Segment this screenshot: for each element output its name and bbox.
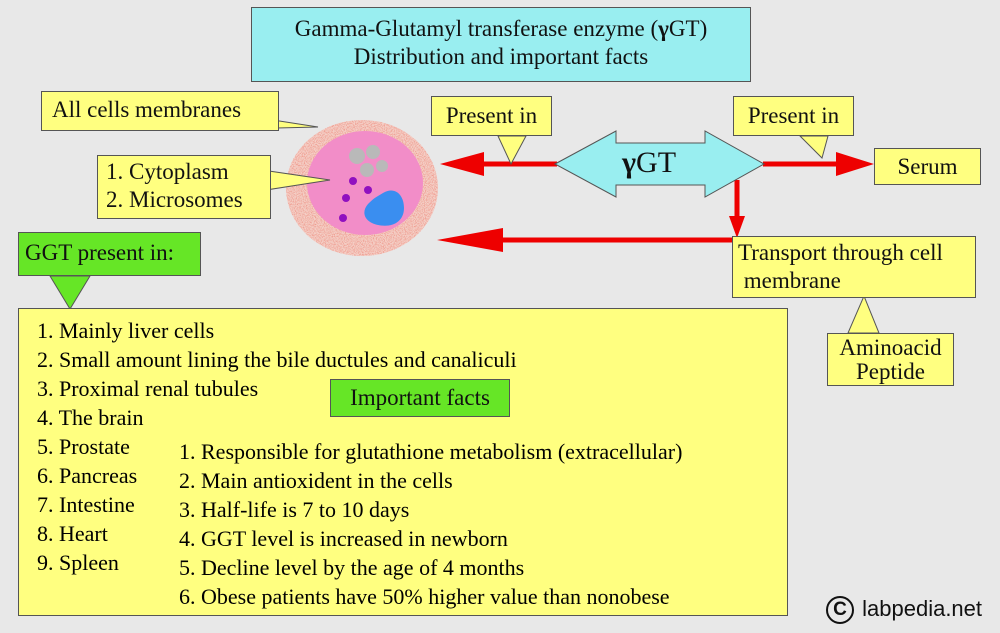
- granule: [366, 145, 380, 159]
- granule-purple: [342, 194, 350, 202]
- callout-cytoplasm-line-2: 2. Microsomes: [106, 186, 243, 212]
- callout-amino-line-1: Aminoacid: [839, 335, 942, 360]
- important-facts-list: 1. Responsible for glutathione metabolis…: [179, 437, 682, 611]
- title-line-2: Distribution and important facts: [353, 43, 649, 69]
- callout-cytoplasm-line-1: 1. Cytoplasm: [106, 159, 229, 184]
- callout-aminoacid-peptide: Aminoacid Peptide: [827, 333, 954, 386]
- granule: [360, 163, 374, 177]
- list-item: 3. Half-life is 7 to 10 days: [179, 497, 410, 522]
- list-item: 9. Spleen: [37, 550, 119, 575]
- arrow-to-serum-head: [836, 152, 874, 176]
- callout-present-in-left-text: Present in: [445, 103, 538, 128]
- callout-important-facts: Important facts: [330, 379, 510, 417]
- callout-ggt-present-in-text: GGT present in:: [25, 240, 175, 265]
- callout-transport: Transport through cell membrane: [732, 236, 976, 298]
- list-item: 8. Heart: [37, 521, 108, 546]
- list-item: 5. Decline level by the age of 4 months: [179, 555, 525, 580]
- callout-present-in-right: Present in: [733, 96, 854, 136]
- callout-ggt-present-in: GGT present in:: [18, 232, 201, 276]
- granule-purple: [349, 177, 357, 185]
- callout-serum-text: Serum: [897, 154, 958, 179]
- granule: [349, 148, 365, 164]
- arrow-to-cell-head: [440, 152, 484, 176]
- callout-serum: Serum: [874, 148, 981, 185]
- tail-present-left: [497, 135, 527, 166]
- ggt-double-arrow: [553, 130, 766, 198]
- granule: [376, 160, 388, 172]
- tail-amino: [847, 294, 880, 334]
- callout-cytoplasm: 1. Cytoplasm 2. Microsomes: [97, 155, 271, 219]
- list-item: 6. Pancreas: [37, 463, 138, 488]
- arrow-down-head: [729, 216, 745, 238]
- callout-amino-line-2: Peptide: [856, 359, 925, 385]
- cell-illustration: [286, 120, 438, 256]
- callout-present-in-left: Present in: [431, 96, 552, 136]
- list-item: 4. The brain: [37, 405, 144, 430]
- copyright-text: labpedia.net: [862, 596, 983, 621]
- list-item: 3. Proximal renal tubules: [37, 376, 259, 401]
- callout-important-facts-text: Important facts: [350, 385, 490, 410]
- callout-all-cells-text: All cells membranes: [52, 97, 242, 122]
- list-item: 4. GGT level is increased in newborn: [179, 526, 508, 551]
- tail-ggt-present: [49, 275, 91, 310]
- list-item: 7. Intestine: [37, 492, 135, 517]
- copyright-icon: C: [826, 596, 854, 625]
- title-line-1: Gamma-Glutamyl transferase enzyme (γGT): [294, 16, 708, 41]
- arrows: [437, 152, 874, 252]
- granule-purple: [339, 214, 347, 222]
- list-item: 2. Main antioxident in the cells: [179, 468, 453, 493]
- ggt-distribution-panel: [18, 308, 788, 616]
- list-item: 1. Responsible for glutathione metabolis…: [179, 439, 683, 464]
- callout-all-cells: All cells membranes: [41, 91, 279, 131]
- callout-transport-line-2: membrane: [738, 267, 841, 293]
- ggt-arrow-label: γGT: [622, 146, 677, 179]
- callout-transport-line-1: Transport through cell: [738, 240, 943, 265]
- list-item: 5. Prostate: [37, 434, 130, 459]
- copyright-notice: C labpedia.net: [826, 596, 983, 625]
- list-item: 6. Obese patients have 50% higher value …: [179, 584, 670, 609]
- list-item: 2. Small amount lining the bile ductules…: [37, 347, 517, 372]
- arrow-transport-head: [437, 228, 503, 252]
- tail-present-right: [798, 135, 829, 159]
- granule-purple: [364, 186, 372, 194]
- diagram-title: Gamma-Glutamyl transferase enzyme (γGT) …: [251, 7, 751, 82]
- callout-present-in-right-text: Present in: [747, 103, 840, 128]
- ggt-location-list: 1. Mainly liver cells 2. Small amount li…: [37, 316, 517, 577]
- cell-nucleus: [364, 190, 404, 226]
- cell-cytoplasm: [307, 131, 423, 235]
- list-item: 1. Mainly liver cells: [37, 318, 215, 343]
